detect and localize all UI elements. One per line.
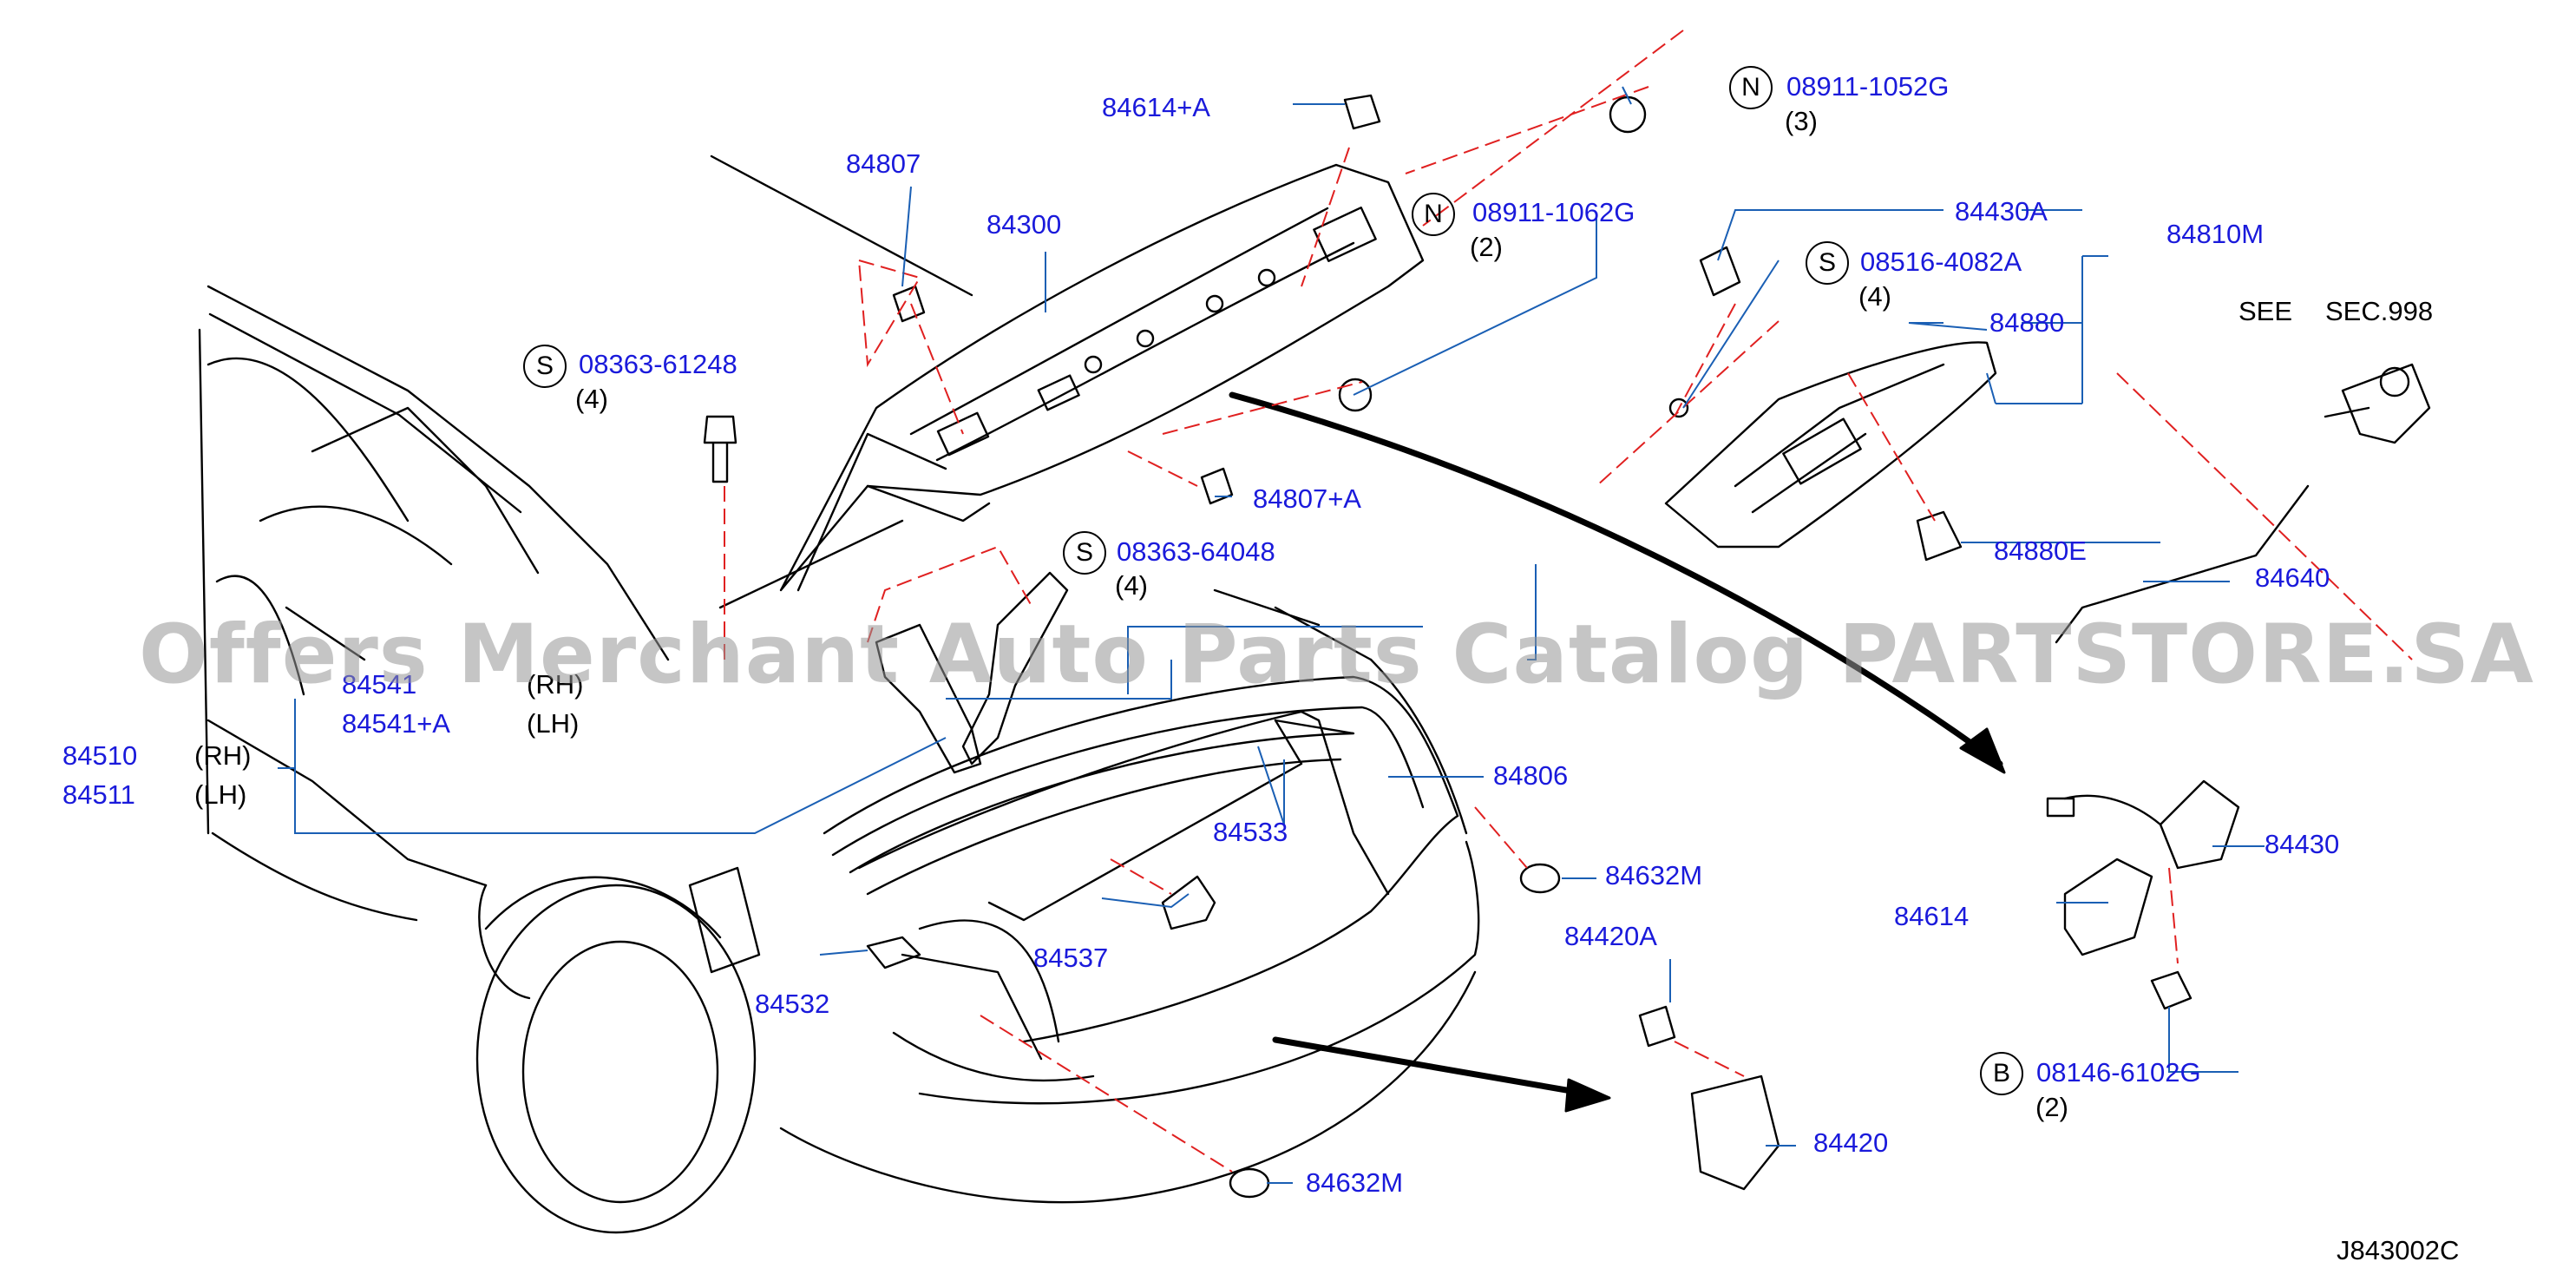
part-08146-6102G[interactable]: 08146-6102G — [2036, 1057, 2201, 1088]
hinge-84541 — [961, 571, 1069, 766]
side-lh: (LH) — [527, 708, 580, 739]
qty-08363-64048: (4) — [1115, 570, 1148, 601]
arrow-head-striker — [1564, 1078, 1611, 1113]
grommet-84632M-a — [1519, 863, 1561, 894]
part-08363-64048[interactable]: 08363-64048 — [1117, 536, 1275, 567]
striker-84420 — [1638, 1005, 1780, 1191]
leader-lines — [278, 86, 2265, 1184]
qty-08516-4082A: (4) — [1858, 281, 1891, 312]
part-84807[interactable]: 84807 — [846, 148, 921, 179]
section-ref[interactable]: SEC.998 — [2325, 296, 2434, 326]
side-lh: (LH) — [194, 779, 247, 810]
bumper-84807A — [1200, 467, 1234, 505]
qty-08363-61248: (4) — [575, 384, 608, 414]
part-84300[interactable]: 84300 — [986, 209, 1062, 240]
part-84632M-b[interactable]: 84632M — [1306, 1167, 1404, 1198]
part-84532[interactable]: 84532 — [755, 989, 830, 1019]
part-84420[interactable]: 84420 — [1813, 1127, 1889, 1158]
side-rh: (RH) — [527, 669, 584, 700]
part-84806[interactable]: 84806 — [1493, 760, 1569, 791]
part-84807A[interactable]: 84807+A — [1253, 483, 1361, 514]
qty-08146-6102G: (2) — [2035, 1092, 2068, 1122]
grommet-84632M-b — [1229, 1167, 1270, 1199]
part-08516-4082A[interactable]: 08516-4082A — [1860, 246, 2022, 277]
part-84511[interactable]: 84511 — [62, 779, 135, 810]
part-84632M-a[interactable]: 84632M — [1605, 860, 1703, 890]
part-08911-1062G[interactable]: 08911-1062G — [1472, 197, 1635, 227]
nut-08911-1052G — [1609, 95, 1647, 134]
bolt-08363-61248 — [703, 415, 737, 483]
clip-84537 — [1161, 875, 1216, 930]
arrow-to-lock — [1229, 391, 2003, 767]
part-84880E[interactable]: 84880E — [1994, 536, 2087, 566]
part-84541A[interactable]: 84541+A — [342, 708, 450, 739]
rear-wheel — [475, 866, 761, 1234]
weatherstrip-84533 — [857, 710, 1390, 896]
trunk-opening — [779, 588, 1480, 1204]
symbol-s: S — [523, 345, 567, 388]
part-84810M[interactable]: 84810M — [2166, 219, 2265, 249]
lock-cylinder — [2324, 363, 2431, 444]
part-84880[interactable]: 84880 — [1989, 307, 2065, 338]
bolt-08146-6102G — [2150, 970, 2193, 1010]
bumper-84807 — [892, 285, 926, 323]
part-84533[interactable]: 84533 — [1213, 817, 1288, 847]
part-84541[interactable]: 84541 — [342, 669, 417, 700]
clip-84614A — [1343, 94, 1381, 130]
part-84614A[interactable]: 84614+A — [1102, 92, 1210, 122]
grommet-84430A — [1668, 398, 1689, 418]
trunk-lock-84430 — [2046, 779, 2240, 870]
symbol-n: N — [1729, 66, 1773, 109]
clip-84430A — [1699, 246, 1741, 297]
diagram-code: J843002C — [2337, 1235, 2460, 1265]
part-08363-61248[interactable]: 08363-61248 — [579, 349, 737, 379]
arrow-to-striker — [1272, 1036, 1600, 1099]
see-label: SEE — [2238, 296, 2293, 326]
side-rh: (RH) — [194, 740, 252, 771]
qty-08911-1052G: (3) — [1785, 106, 1818, 136]
part-84430A[interactable]: 84430A — [1955, 196, 2048, 227]
hinge-84510 — [875, 623, 982, 774]
clip-84532 — [866, 936, 921, 969]
lock-cover-84614 — [2063, 858, 2153, 956]
symbol-n: N — [1412, 193, 1455, 236]
car-body-outline — [198, 154, 973, 1000]
symbol-s: S — [1806, 241, 1849, 285]
symbol-s: S — [1063, 531, 1106, 575]
part-84510[interactable]: 84510 — [62, 740, 138, 771]
part-84537[interactable]: 84537 — [1033, 943, 1109, 973]
trunk-finisher-84880 — [1664, 341, 1997, 549]
trunk-lid-84300 — [779, 163, 1425, 592]
part-84430[interactable]: 84430 — [2265, 829, 2340, 859]
part-08911-1052G[interactable]: 08911-1052G — [1786, 71, 1950, 102]
nut-08911-1062G — [1338, 378, 1373, 412]
arrow-head-lock — [1959, 727, 2006, 774]
part-84614[interactable]: 84614 — [1894, 901, 1970, 931]
qty-08911-1062G: (2) — [1470, 232, 1503, 262]
symbol-b: B — [1980, 1052, 2023, 1095]
relation-dash-lines — [724, 30, 2413, 1173]
part-84640[interactable]: 84640 — [2255, 562, 2330, 593]
clip-84880E — [1916, 510, 1963, 562]
part-84420A[interactable]: 84420A — [1564, 921, 1657, 951]
